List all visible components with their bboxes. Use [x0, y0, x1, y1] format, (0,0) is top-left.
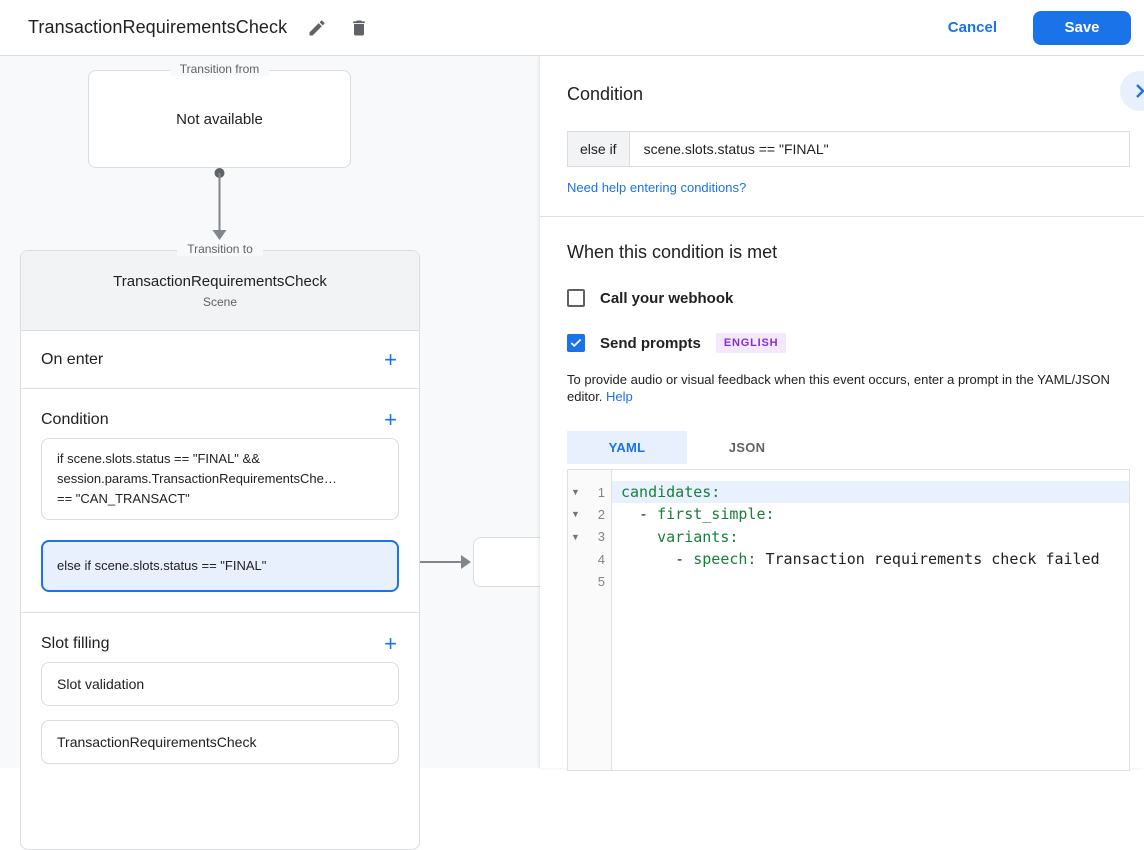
condition-item[interactable]: if scene.slots.status == "FINAL" &&sessi…: [41, 438, 399, 520]
transition-to-legend: Transition to: [177, 242, 263, 256]
language-badge: ENGLISH: [715, 333, 787, 353]
line-number: 4: [597, 551, 605, 567]
condition-section-header: Condition +: [21, 402, 419, 438]
condition-section-label: Condition: [41, 411, 109, 428]
chevron-right-icon: [1136, 84, 1144, 98]
scene-type-label: Scene: [202, 294, 238, 309]
editor-code-area[interactable]: candidates: - first_simple: variants: - …: [612, 470, 1129, 770]
line-number: 3: [597, 529, 605, 545]
code-line[interactable]: candidates:: [612, 481, 1129, 504]
check-icon: [570, 338, 582, 348]
transition-from-legend: Transition from: [169, 62, 270, 76]
slot-filling-header: Slot filling +: [21, 626, 419, 662]
webhook-row: Call your webhook: [567, 289, 1130, 307]
section-divider: [540, 216, 1144, 217]
code-line[interactable]: [612, 570, 1129, 592]
editor-gutter: ▼ 1 ▼ 2 ▼ 3 4 5: [568, 470, 612, 770]
editor-tabs: YAML JSON: [567, 431, 1130, 464]
fold-arrow-icon[interactable]: ▼: [571, 531, 580, 542]
condition-met-title: When this condition is met: [567, 242, 778, 262]
code-line[interactable]: - speech: Transaction requirements check…: [621, 549, 1100, 568]
edit-icon[interactable]: [305, 16, 329, 40]
top-bar: TransactionRequirementsCheck Cancel Save: [0, 0, 1144, 56]
cancel-button[interactable]: Cancel: [947, 19, 997, 36]
on-enter-label: On enter: [41, 350, 104, 368]
send-prompts-row: Send prompts ENGLISH: [567, 333, 1130, 353]
send-prompts-label: Send prompts: [600, 334, 701, 352]
line-number: 2: [597, 506, 605, 522]
slot-filling-label: Slot filling: [41, 635, 110, 652]
tab-json[interactable]: JSON: [728, 440, 766, 455]
code-line[interactable]: variants:: [657, 527, 739, 546]
add-slot-icon[interactable]: +: [384, 631, 397, 656]
condition-operator-label: else if: [567, 131, 630, 167]
slot-filling-item[interactable]: Slot validation: [41, 662, 399, 706]
line-number: 5: [597, 573, 605, 589]
condition-section: Condition + if scene.slots.status == "FI…: [21, 389, 419, 613]
condition-editor-panel: Condition else if Need help entering con…: [540, 56, 1144, 771]
conditions-help-link[interactable]: Need help entering conditions?: [567, 180, 747, 195]
code-line[interactable]: - first_simple:: [621, 505, 775, 524]
prompt-description-text: To provide audio or visual feedback when…: [567, 372, 1110, 404]
fold-arrow-icon[interactable]: ▼: [571, 509, 580, 520]
add-on-enter-icon[interactable]: +: [384, 346, 397, 372]
panel-title: Condition: [567, 84, 644, 104]
scene-card: Transition to TransactionRequirementsChe…: [20, 242, 420, 850]
transition-from-node: Transition from Not available: [88, 62, 351, 168]
transition-from-content: Not available: [176, 110, 263, 128]
help-link[interactable]: Help: [606, 389, 633, 404]
scene-name: TransactionRequirementsCheck: [113, 272, 327, 290]
tab-yaml[interactable]: YAML: [567, 431, 687, 464]
add-condition-icon[interactable]: +: [384, 407, 397, 432]
fold-arrow-icon[interactable]: ▼: [571, 487, 580, 498]
condition-expression-input[interactable]: [629, 131, 1130, 167]
webhook-checkbox[interactable]: [567, 289, 585, 307]
slot-filling-item[interactable]: TransactionRequirementsCheck: [41, 720, 399, 764]
page-title: TransactionRequirementsCheck: [28, 17, 288, 37]
delete-icon[interactable]: [347, 16, 371, 40]
on-enter-section[interactable]: On enter +: [21, 331, 419, 389]
scene-card-header[interactable]: TransactionRequirementsCheck Scene: [21, 251, 419, 331]
condition-input-row: else if: [567, 131, 1130, 167]
condition-items: if scene.slots.status == "FINAL" &&sessi…: [21, 438, 419, 592]
prompt-description: To provide audio or visual feedback when…: [567, 371, 1130, 405]
condition-item[interactable]: else if scene.slots.status == "FINAL": [41, 540, 399, 592]
collapse-panel-button[interactable]: [1120, 71, 1144, 111]
send-prompts-checkbox[interactable]: [567, 334, 585, 352]
webhook-label: Call your webhook: [600, 289, 734, 307]
line-number: 1: [597, 484, 605, 500]
save-button[interactable]: Save: [1033, 10, 1131, 45]
yaml-editor: ▼ 1 ▼ 2 ▼ 3 4 5 candidates: - first_simple: var…: [567, 469, 1130, 771]
